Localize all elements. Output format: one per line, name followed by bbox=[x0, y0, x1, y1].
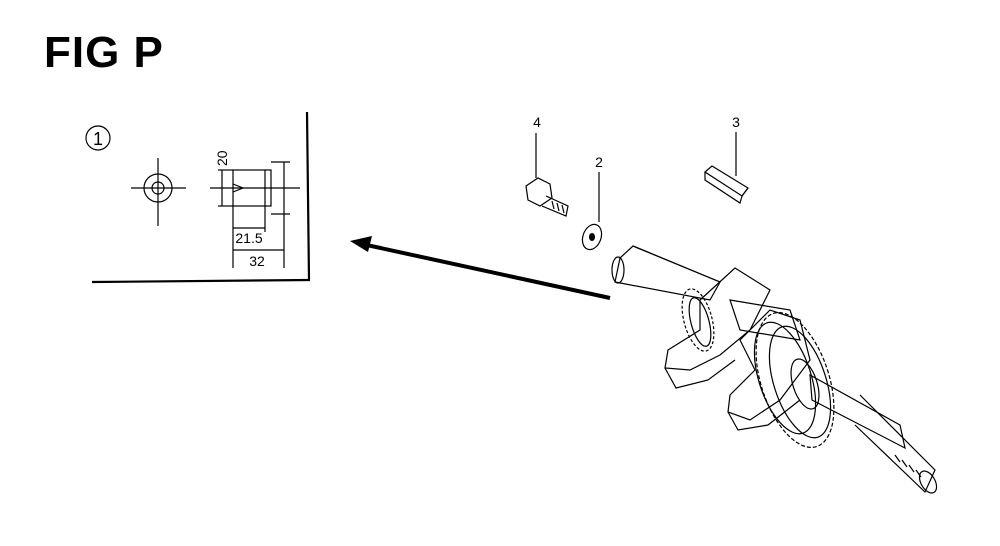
dim-total-length-label: 32 bbox=[249, 253, 265, 269]
part-2-label: 2 bbox=[595, 154, 603, 170]
part-3-key bbox=[704, 132, 749, 204]
timing-gear bbox=[681, 288, 715, 352]
callout-circle bbox=[85, 125, 111, 151]
part-4-label: 4 bbox=[533, 114, 541, 130]
figure-title: FIG P bbox=[44, 28, 164, 77]
pointer-arrow bbox=[350, 236, 611, 300]
crankshaft-end-side-view bbox=[210, 161, 300, 268]
part-4-bolt bbox=[525, 133, 569, 217]
callout-number: 1 bbox=[93, 129, 103, 149]
crankshaft-end-view bbox=[131, 158, 186, 226]
dim-inner-length-label: 21.5 bbox=[235, 230, 262, 246]
part-2-washer bbox=[581, 172, 603, 251]
main-gear bbox=[753, 312, 835, 448]
dim-height-label: 20 bbox=[214, 150, 230, 166]
detail-inset: 1 20 21.5 32 bbox=[85, 111, 311, 284]
part-3-label: 3 bbox=[732, 114, 740, 130]
crankshaft-assembly bbox=[611, 245, 938, 494]
